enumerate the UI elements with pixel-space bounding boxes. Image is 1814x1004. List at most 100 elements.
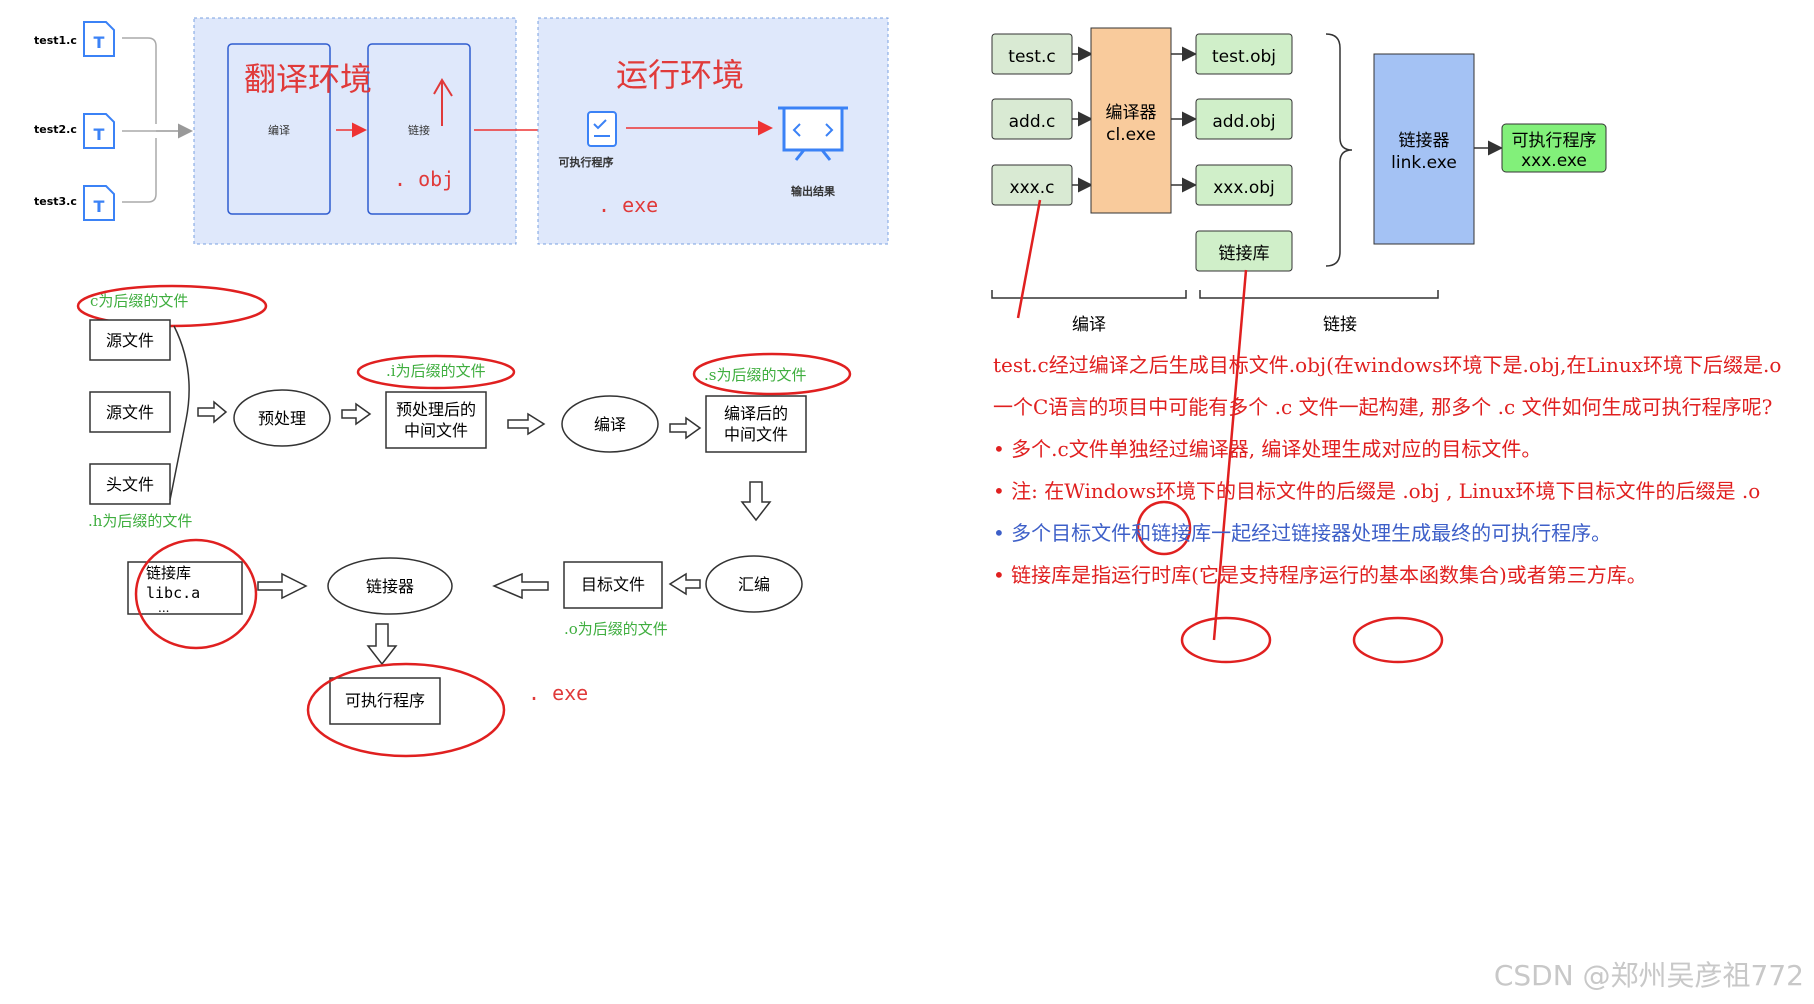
obj-label: . obj bbox=[394, 167, 454, 191]
file-test2-label: test2.c bbox=[34, 123, 77, 136]
source-file-1: 源文件 bbox=[106, 331, 154, 350]
source-xxx-c-label: xxx.c bbox=[1010, 178, 1055, 198]
annotation-circle bbox=[1180, 616, 1272, 664]
annotation-circle bbox=[1352, 616, 1444, 664]
executable-label: 可执行程序 bbox=[559, 155, 614, 169]
library-line3: ... bbox=[158, 601, 169, 615]
hollow-arrow-left bbox=[668, 572, 701, 596]
object-add-obj bbox=[1195, 98, 1293, 140]
sources-brace bbox=[169, 325, 190, 501]
file-test2: test2.c T bbox=[34, 113, 115, 149]
linker-exe: link.exe bbox=[1391, 153, 1457, 173]
compile-bracket bbox=[991, 290, 1187, 299]
hollow-arrow-left bbox=[492, 572, 549, 600]
object-xxx-obj-label: xxx.obj bbox=[1213, 178, 1275, 198]
preprocessed-line1: 预处理后的 bbox=[396, 400, 476, 419]
link-stage-box bbox=[367, 43, 471, 215]
compile-label-bottom: 编译 bbox=[594, 415, 626, 434]
link-caption: 链接 bbox=[1323, 315, 1357, 335]
c-suffix-label: c为后缀的文件 bbox=[90, 292, 188, 310]
compiler-exe: cl.exe bbox=[1106, 125, 1156, 145]
object-file-label: 目标文件 bbox=[581, 575, 645, 594]
executable-label-bottom: 可执行程序 bbox=[345, 691, 425, 710]
annotation-circle bbox=[134, 538, 258, 650]
annotation-circle bbox=[76, 284, 268, 328]
library-line1: 链接库 bbox=[146, 564, 191, 582]
run-env-title: 运行环境 bbox=[616, 56, 744, 94]
executable-name: 可执行程序 bbox=[1512, 131, 1597, 151]
linker-name: 链接器 bbox=[1399, 131, 1450, 151]
compiled-box bbox=[705, 395, 807, 453]
compiler-box bbox=[1090, 27, 1172, 214]
source-file-2: 源文件 bbox=[106, 403, 154, 422]
source-file-box-1 bbox=[89, 319, 171, 361]
object-add-obj-label: add.obj bbox=[1212, 112, 1275, 132]
object-xxx-obj bbox=[1195, 164, 1293, 206]
note-bullet-4: • 链接库是指运行时库(它是支持程序运行的基本函数集合)或者第三方库。 bbox=[993, 563, 1647, 587]
annotation-circle bbox=[356, 354, 516, 390]
annotation-line bbox=[1212, 269, 1248, 641]
preprocess-label: 预处理 bbox=[258, 409, 306, 428]
hollow-arrow bbox=[197, 400, 228, 424]
object-test-obj-label: test.obj bbox=[1212, 47, 1276, 67]
executable-file: xxx.exe bbox=[1521, 151, 1587, 171]
annotation-circle bbox=[1136, 500, 1192, 556]
file-test3: test3.c T bbox=[34, 185, 115, 221]
hollow-arrow bbox=[507, 412, 546, 436]
linker-label-bottom: 链接器 bbox=[366, 577, 414, 596]
top-left-build-diagram: test1.c T test2.c T test3.c T bbox=[34, 17, 889, 245]
top-right-compile-link-diagram: test.c add.c xxx.c 编译器 cl.exe test.obj a… bbox=[991, 27, 1607, 641]
compile-ellipse bbox=[561, 395, 659, 453]
link-bracket bbox=[1199, 290, 1439, 299]
i-suffix-label: .i为后缀的文件 bbox=[386, 362, 486, 380]
source-test-c-label: test.c bbox=[1008, 47, 1055, 67]
link-library-label: 链接库 bbox=[1219, 244, 1270, 264]
hollow-arrow bbox=[341, 402, 372, 426]
hollow-arrow bbox=[669, 416, 702, 440]
s-suffix-label: .s为后缀的文件 bbox=[704, 366, 806, 384]
notes-block: test.c经过编译之后生成目标文件.obj(在windows环境下是.obj,… bbox=[993, 350, 1808, 602]
hand-drawn-up-arrow bbox=[433, 78, 453, 126]
svg-text:T: T bbox=[94, 33, 105, 52]
hollow-arrow-down bbox=[366, 623, 398, 666]
presentation-screen-icon bbox=[778, 106, 848, 161]
object-test-obj bbox=[1195, 33, 1293, 75]
executable-icon bbox=[587, 111, 617, 147]
hollow-arrow bbox=[257, 572, 308, 600]
preprocessed-line2: 中间文件 bbox=[404, 421, 468, 440]
bottom-left-pipeline: c为后缀的文件 源文件 源文件 头文件 .h为后缀的文件 预处理 .i为后缀的文… bbox=[76, 284, 852, 758]
watermark: CSDN @郑州吴彦祖772 bbox=[1493, 959, 1804, 992]
translate-env-title: 翻译环境 bbox=[244, 60, 372, 98]
output-label: 输出结果 bbox=[791, 184, 835, 198]
annotation-circle bbox=[692, 352, 852, 396]
header-file: 头文件 bbox=[106, 475, 154, 494]
note-paragraph-2: 一个C语言的项目中可能有多个 .c 文件一起构建, 那多个 .c 文件如何生成可… bbox=[993, 395, 1773, 419]
file-icon: T bbox=[83, 185, 115, 221]
h-suffix-label: .h为后缀的文件 bbox=[88, 512, 192, 530]
svg-text:T: T bbox=[94, 197, 105, 216]
svg-text:T: T bbox=[94, 125, 105, 144]
executable-box-bottom bbox=[329, 677, 441, 725]
compile-caption: 编译 bbox=[1072, 315, 1106, 335]
file-test1: test1.c T bbox=[34, 21, 115, 57]
file-test1-label: test1.c bbox=[34, 34, 77, 47]
link-library-box bbox=[1195, 230, 1293, 272]
exe-label: . exe bbox=[598, 193, 658, 217]
file-icon: T bbox=[83, 113, 115, 149]
exe-label-bottom: . exe bbox=[528, 681, 588, 705]
note-paragraph-1: test.c经过编译之后生成目标文件.obj(在windows环境下是.obj,… bbox=[993, 353, 1782, 377]
source-add-c-label: add.c bbox=[1009, 112, 1056, 132]
library-box bbox=[127, 561, 243, 615]
annotation-line bbox=[1016, 199, 1042, 319]
header-file-box bbox=[89, 463, 171, 505]
file-test3-label: test3.c bbox=[34, 195, 77, 208]
preprocess-ellipse bbox=[233, 389, 331, 447]
note-bullet-2: • 注: 在Windows环境下的目标文件的后缀是 .obj , Linux环境… bbox=[993, 479, 1761, 503]
linker-box bbox=[1373, 53, 1475, 245]
compile-label: 编译 bbox=[268, 123, 290, 137]
executable-box bbox=[1501, 123, 1607, 173]
objects-brace bbox=[1325, 33, 1353, 267]
linker-ellipse bbox=[327, 557, 453, 615]
library-line2: libc.a bbox=[146, 584, 200, 602]
